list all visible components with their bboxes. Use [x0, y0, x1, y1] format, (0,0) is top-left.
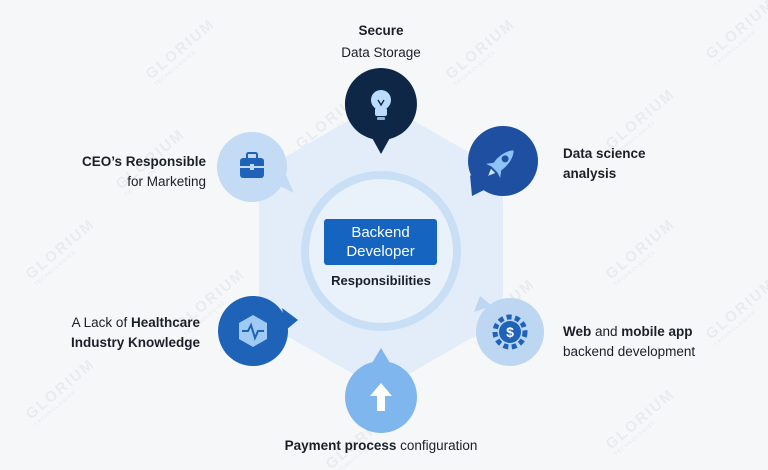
label-bottom: Payment process configuration [230, 436, 532, 456]
label-upper-right-line2: analysis [563, 166, 617, 181]
rocket-icon [486, 150, 514, 178]
label-lower-left-bold: Healthcare [130, 315, 200, 330]
center-title-badge: Backend Developer [324, 219, 437, 265]
lightbulb-icon [371, 90, 391, 120]
label-top: Secure Data Storage [300, 21, 462, 63]
label-bottom-bold: Payment process [284, 438, 397, 453]
label-lower-right-plain: and [591, 324, 622, 339]
node-lower-right: $ [474, 296, 544, 366]
dollar-gear-icon: $ [492, 314, 528, 350]
label-upper-right: Data science analysis [563, 144, 646, 184]
node-upper-left [217, 132, 294, 202]
label-lower-right: Web and mobile app backend development [563, 322, 695, 362]
label-upper-left-line1: CEO’s Responsible [81, 154, 206, 169]
label-bottom-plain: configuration [396, 438, 478, 453]
briefcase-icon [240, 152, 264, 178]
center-subtitle: Responsibilities [331, 273, 431, 288]
node-upper-right [468, 126, 538, 196]
label-top-line1: Secure [358, 23, 404, 38]
label-upper-left: CEO’s Responsible for Marketing [20, 152, 206, 192]
node-bottom [345, 348, 417, 433]
label-lower-left-plain: A Lack of [71, 315, 131, 330]
label-lower-left: A Lack of Healthcare Industry Knowledge [20, 313, 200, 353]
label-top-line2: Data Storage [341, 45, 421, 60]
node-top [344, 68, 417, 154]
label-upper-left-line2: for Marketing [127, 174, 206, 189]
center-title-line2: Developer [346, 243, 415, 260]
center-title-line1: Backend [351, 224, 410, 241]
label-lower-right-bold-b: mobile app [621, 324, 693, 339]
svg-text:$: $ [506, 324, 514, 340]
label-lower-left-line2: Industry Knowledge [70, 335, 200, 350]
label-upper-right-line1: Data science [563, 146, 646, 161]
node-lower-left [218, 296, 298, 366]
label-lower-right-line2: backend development [563, 344, 696, 359]
label-lower-right-bold-a: Web [563, 324, 592, 339]
arrow-up-icon [370, 383, 392, 411]
heartbeat-hexagon-icon [239, 315, 267, 347]
